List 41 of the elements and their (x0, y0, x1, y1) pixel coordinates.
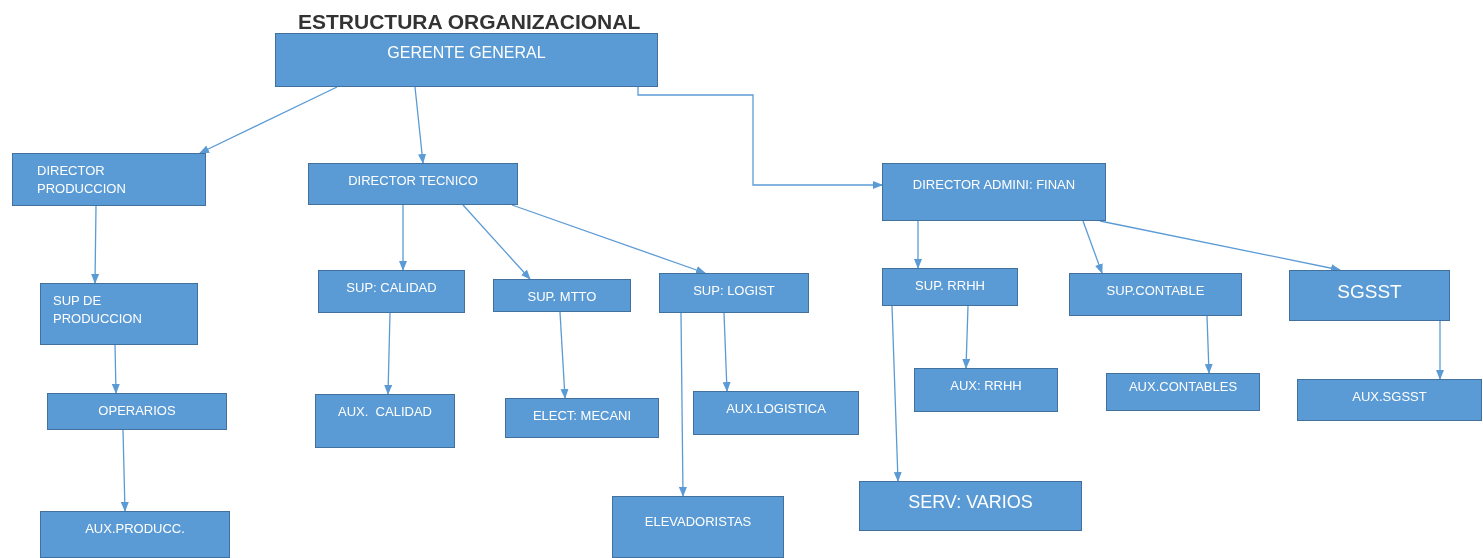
org-box: DIRECTOR TECNICO (308, 163, 518, 205)
org-box: SUP. MTTO (493, 279, 631, 312)
connector-arrow (384, 312, 393, 395)
org-box: AUX.CONTABLES (1106, 373, 1260, 411)
org-box: ELEVADORISTAS (612, 496, 784, 558)
connector-arrow (111, 344, 120, 394)
diagram-title: ESTRUCTURA ORGANIZACIONAL (298, 9, 641, 35)
connector-arrow (120, 429, 129, 512)
connector-arrow (637, 86, 883, 189)
connector-arrow (678, 312, 687, 497)
org-box: DIRECTOR PRODUCCION (12, 153, 206, 206)
connector-arrow (559, 311, 569, 399)
connector-arrow (891, 305, 902, 482)
org-box: AUX: RRHH (914, 368, 1058, 412)
org-box: GERENTE GENERAL (275, 33, 658, 87)
org-box: DIRECTOR ADMINI: FINAN (882, 163, 1106, 221)
connector-arrow (462, 204, 531, 280)
org-box: AUX. CALIDAD (315, 394, 455, 448)
org-box: SGSST (1289, 270, 1450, 321)
org-box: AUX.SGSST (1297, 379, 1482, 421)
org-box: AUX.LOGISTICA (693, 391, 859, 435)
connector-arrow (399, 204, 407, 271)
connector-arrow (722, 312, 731, 392)
org-box: SUP: LOGIST (659, 273, 809, 313)
connector-arrow (1082, 220, 1103, 274)
connector-arrow (91, 205, 100, 284)
connector-arrow (199, 86, 338, 154)
org-box: SUP DE PRODUCCION (40, 283, 198, 345)
org-box: ELECT: MECANI (505, 398, 659, 438)
connector-arrow (1204, 315, 1213, 374)
org-box: SUP: CALIDAD (318, 270, 465, 313)
org-box: AUX.PRODUCC. (40, 511, 230, 558)
org-box: OPERARIOS (47, 393, 227, 430)
connector-arrow (414, 86, 427, 164)
org-box: SERV: VARIOS (859, 481, 1082, 531)
connector-arrow (1436, 320, 1444, 380)
connector-arrow (962, 305, 971, 369)
org-box: SUP.CONTABLE (1069, 273, 1242, 316)
connector-arrow (914, 220, 922, 269)
connector-arrow (511, 204, 706, 274)
org-box: SUP. RRHH (882, 268, 1018, 306)
